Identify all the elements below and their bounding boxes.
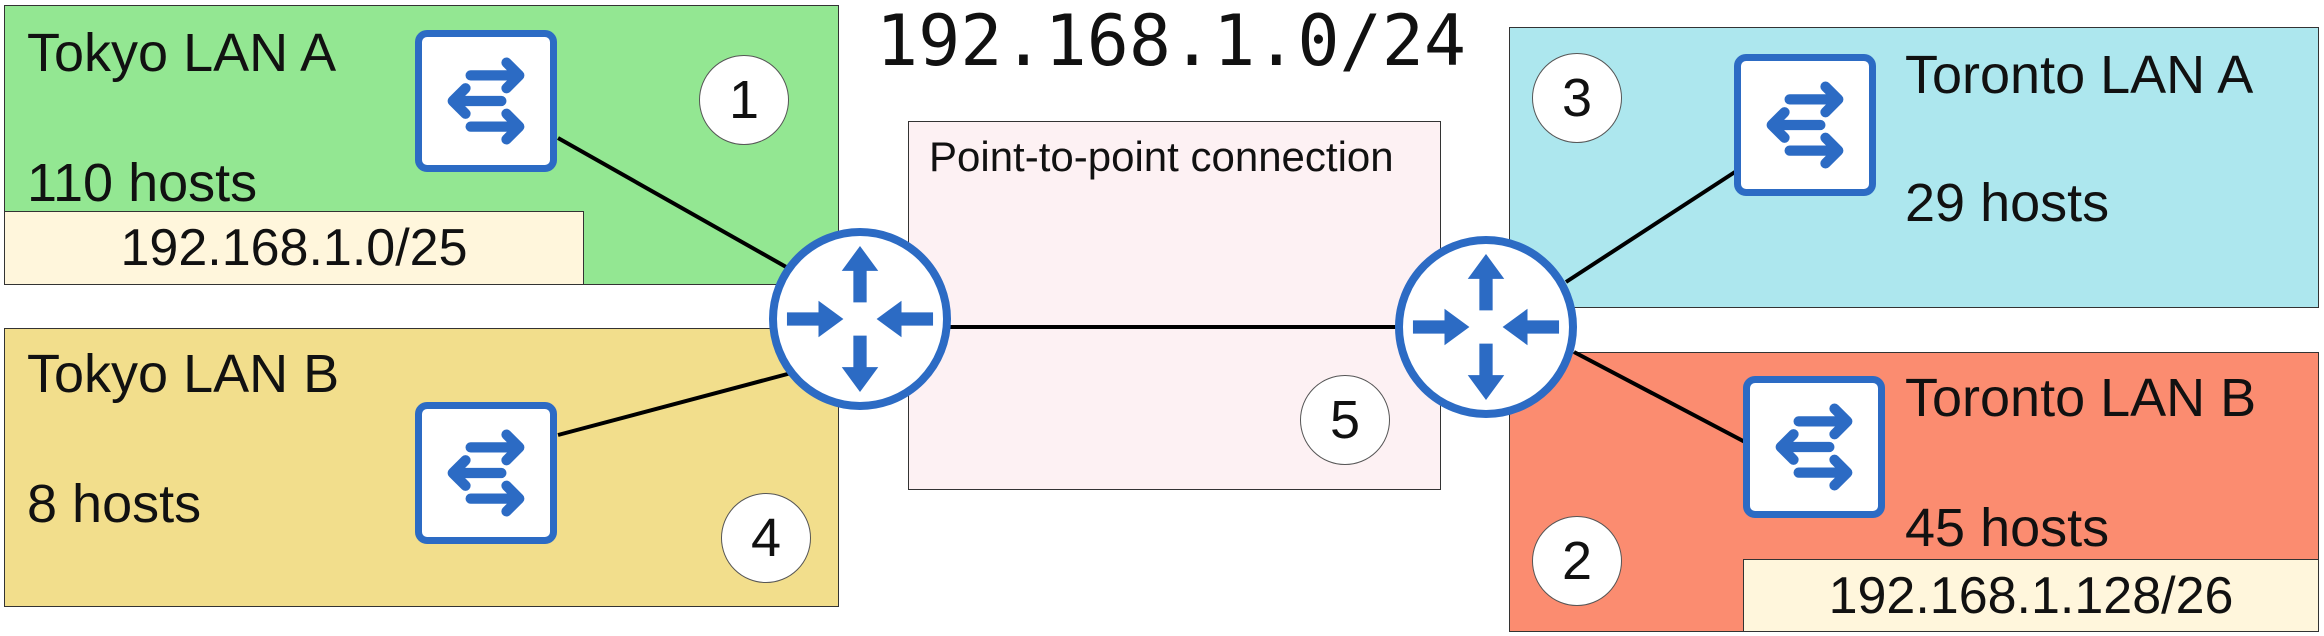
- switch-icon[interactable]: [415, 30, 557, 172]
- link-toronto-a: [1564, 168, 1740, 284]
- switch-icon[interactable]: [1743, 376, 1885, 518]
- number-marker-1: 1: [699, 55, 789, 145]
- number-marker-2: 2: [1532, 516, 1622, 606]
- link-tokyo-b: [557, 370, 796, 437]
- tokyo-lan-a-hosts: 110 hosts: [27, 153, 258, 213]
- router-icon[interactable]: [1395, 236, 1577, 418]
- router-icon[interactable]: [769, 228, 951, 410]
- switch-icon[interactable]: [415, 402, 557, 544]
- tokyo-lan-b-name: Tokyo LAN B: [27, 344, 340, 404]
- toronto-lan-b-subnet: 192.168.1.128/26: [1743, 559, 2319, 632]
- link-tokyo-a: [557, 136, 796, 274]
- number-marker-4: 4: [721, 493, 811, 583]
- toronto-lan-b-hosts: 45 hosts: [1905, 498, 2110, 558]
- tokyo-lan-a-subnet: 192.168.1.0/25: [4, 211, 584, 285]
- toronto-lan-a-area: Toronto LAN A 29 hosts: [1509, 27, 2319, 308]
- toronto-lan-a-hosts: 29 hosts: [1905, 173, 2110, 233]
- toronto-lan-a-name: Toronto LAN A: [1905, 45, 2254, 105]
- point-to-point-label: Point-to-point connection: [929, 133, 1394, 180]
- link-toronto-b: [1573, 350, 1746, 444]
- tokyo-lan-b-hosts: 8 hosts: [27, 474, 202, 534]
- tokyo-lan-a-name: Tokyo LAN A: [27, 23, 337, 83]
- switch-icon[interactable]: [1734, 54, 1876, 196]
- number-marker-3: 3: [1532, 53, 1622, 143]
- number-marker-5: 5: [1300, 375, 1390, 465]
- toronto-lan-b-name: Toronto LAN B: [1905, 368, 2257, 428]
- network-title: 192.168.1.0/24: [876, 0, 1467, 82]
